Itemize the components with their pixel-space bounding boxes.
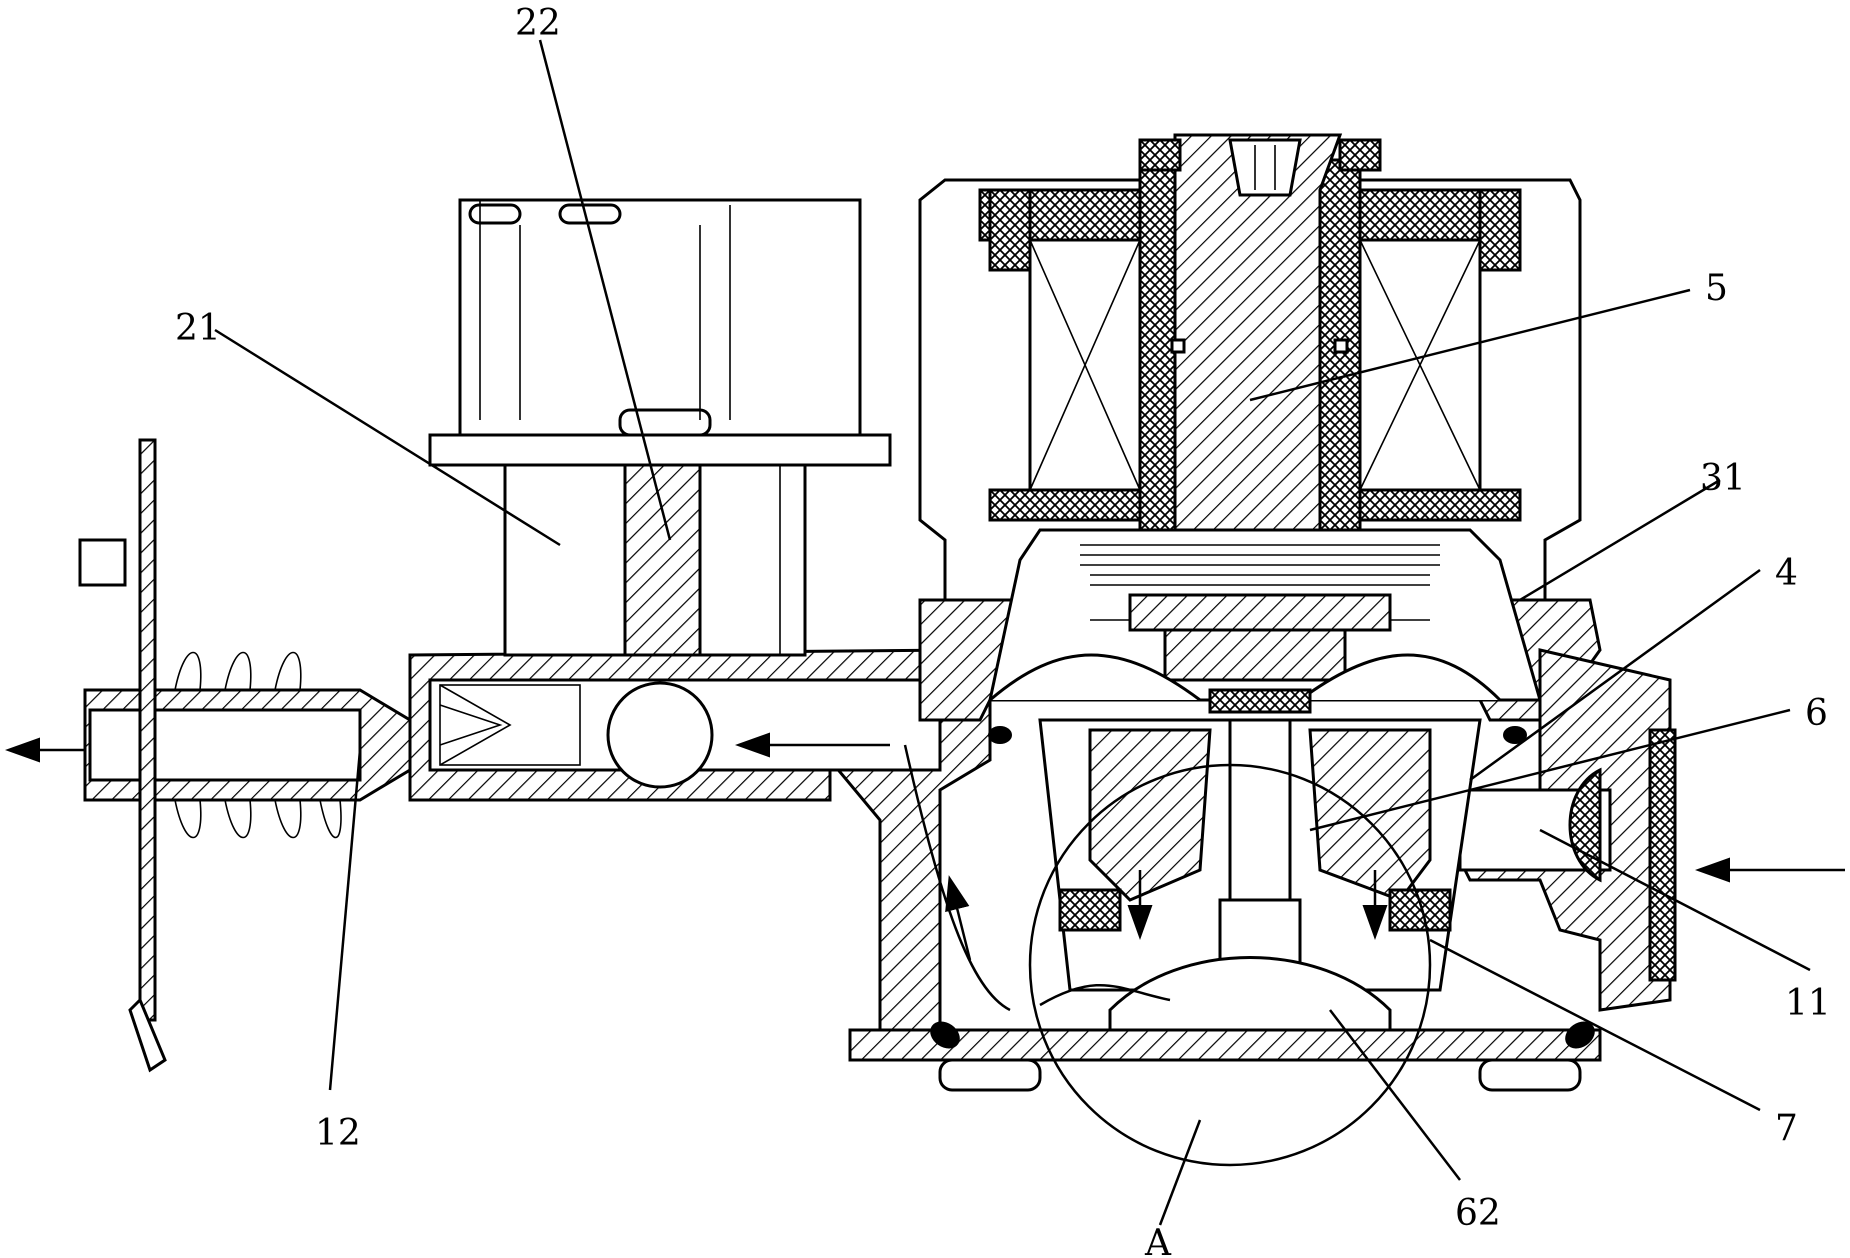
label-11: 11 xyxy=(1785,983,1831,1024)
upper-left-housing xyxy=(430,200,890,655)
label-a: A xyxy=(1144,1223,1172,1258)
label-5: 5 xyxy=(1705,268,1728,309)
label-4: 4 xyxy=(1775,553,1798,594)
label-21: 21 xyxy=(175,308,221,349)
label-12: 12 xyxy=(315,1113,361,1154)
label-22: 22 xyxy=(515,3,561,44)
label-62: 62 xyxy=(1455,1193,1501,1234)
leader-a xyxy=(1160,1120,1200,1225)
label-31: 31 xyxy=(1700,458,1746,499)
leader-7 xyxy=(1430,940,1760,1110)
bore-circle xyxy=(608,683,712,787)
valve-housing xyxy=(850,530,1675,1090)
label-6: 6 xyxy=(1805,693,1828,734)
channel-body xyxy=(410,650,990,1050)
label-7: 7 xyxy=(1775,1108,1798,1149)
